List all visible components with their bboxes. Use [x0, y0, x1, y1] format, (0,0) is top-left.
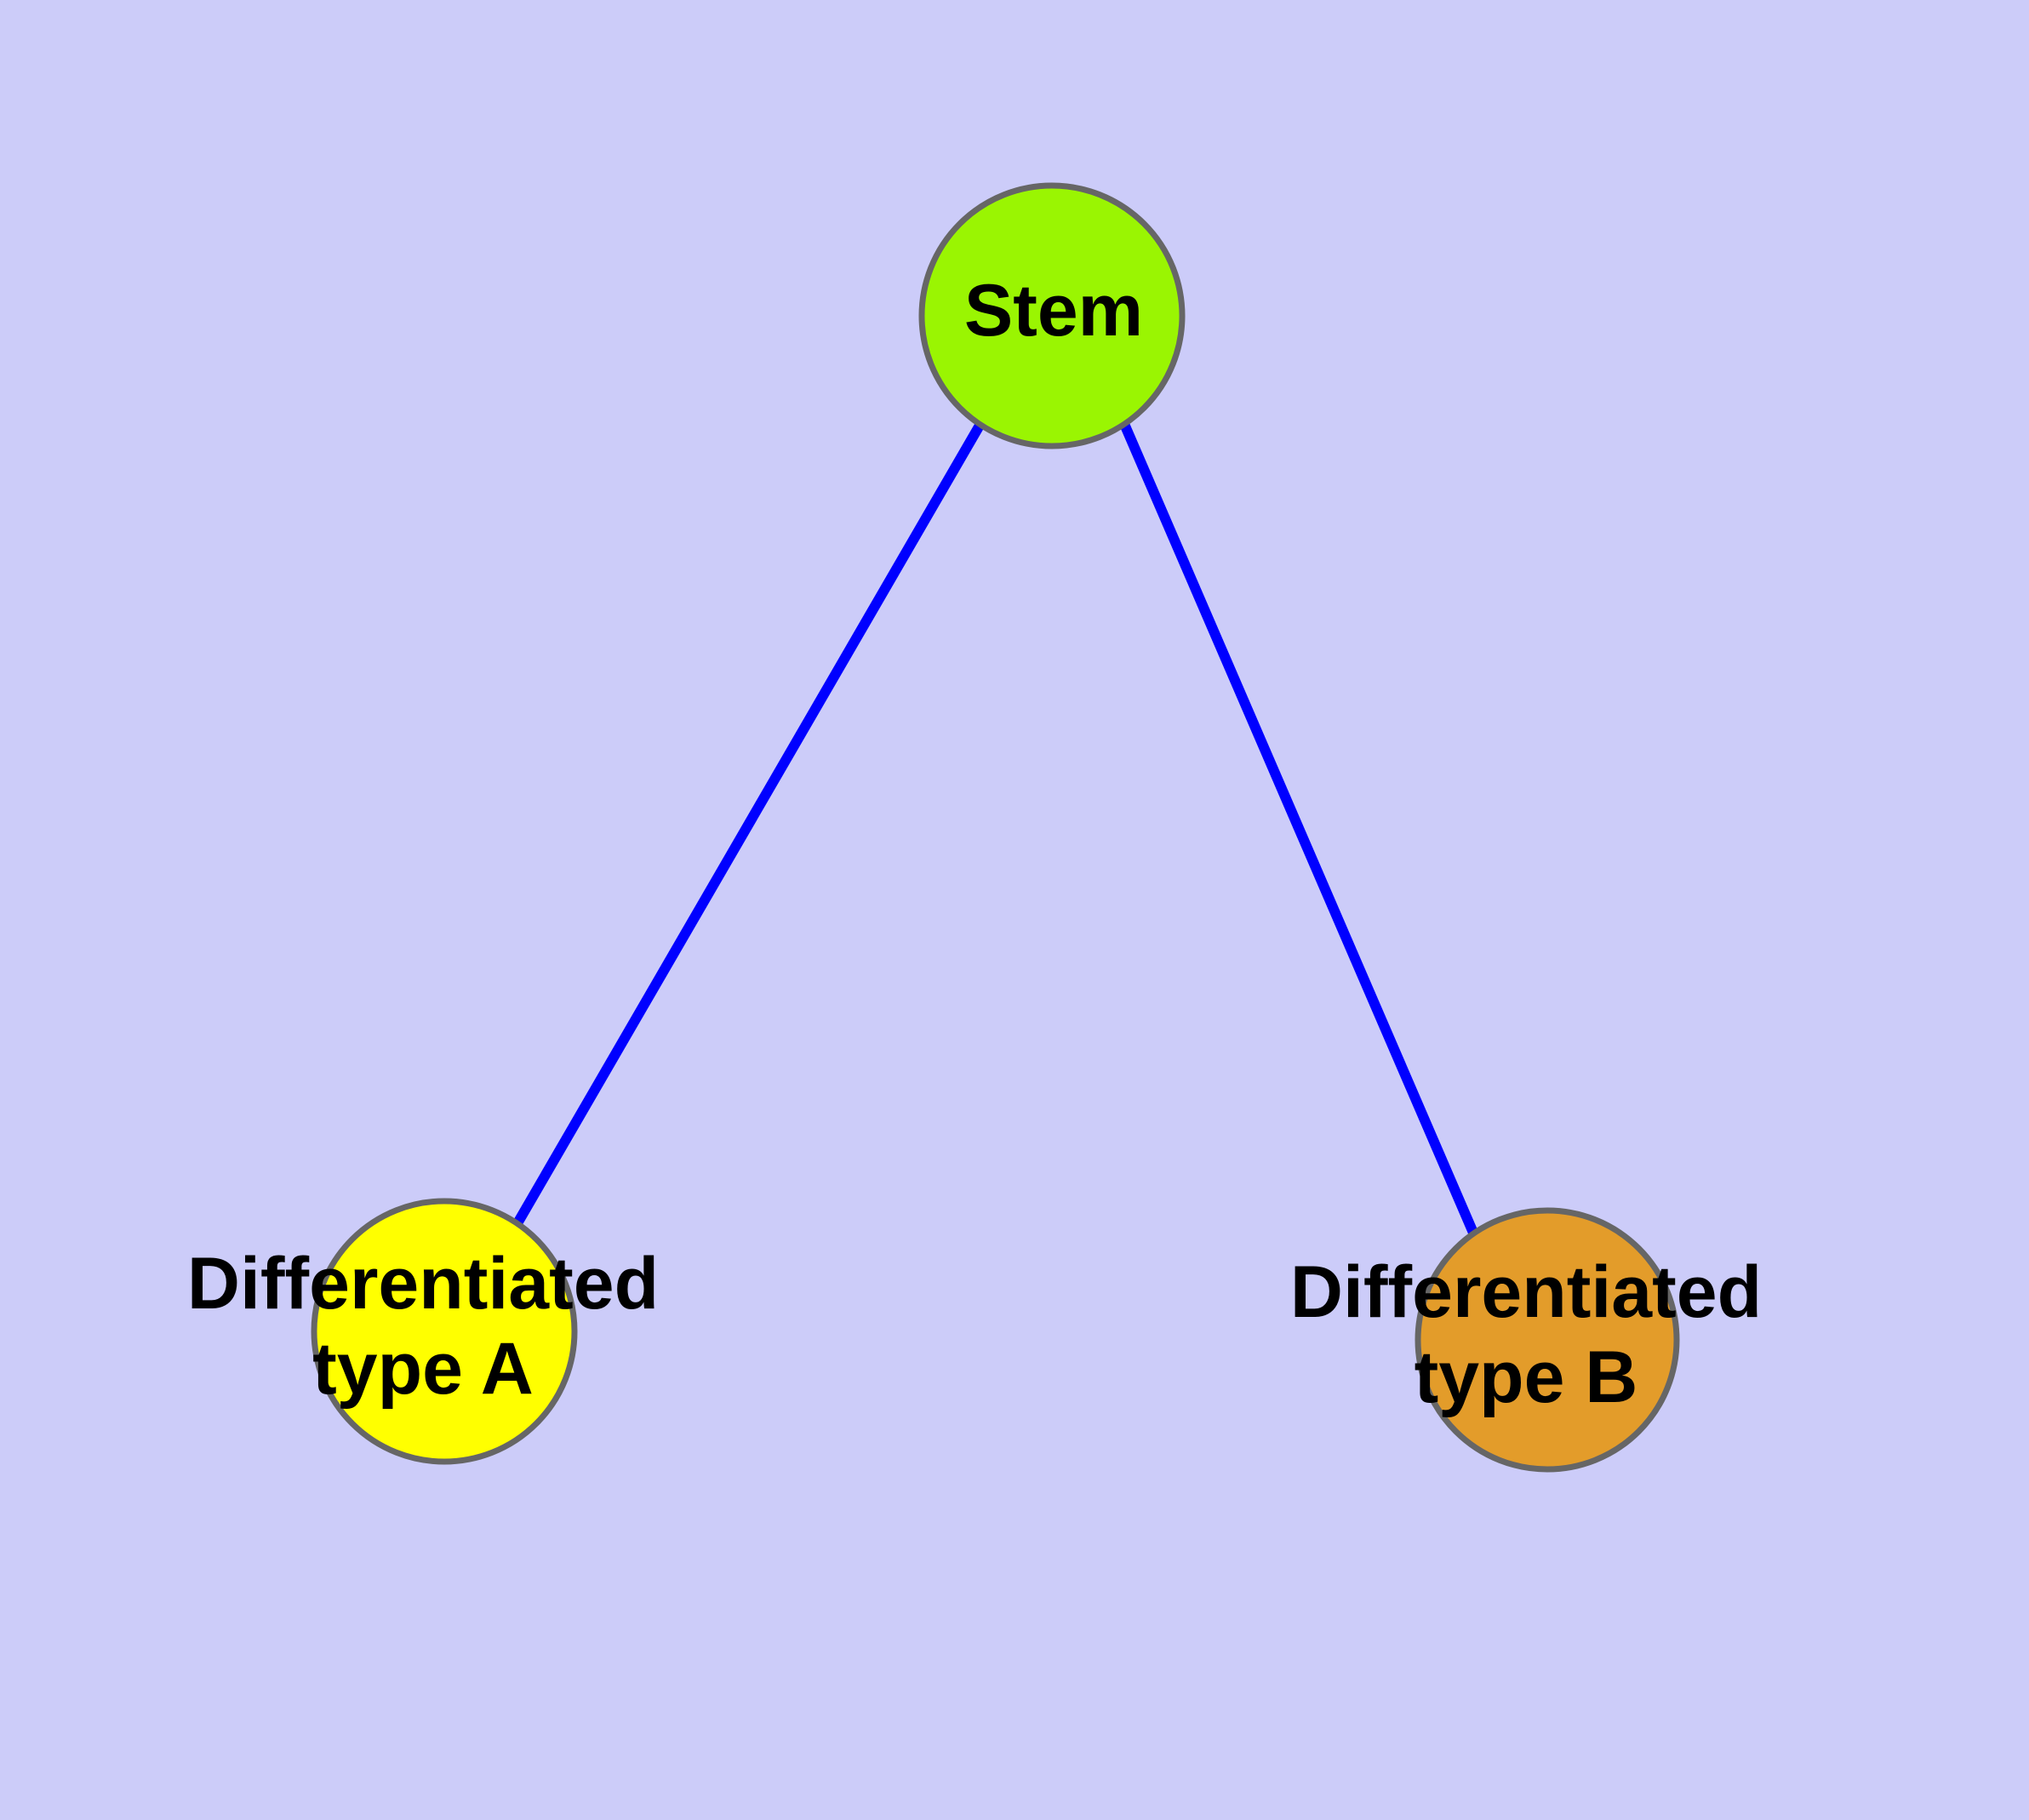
node-label-line: type B [1415, 1336, 1638, 1418]
edges-layer [512, 421, 1478, 1235]
node-label-line: Differentiated [187, 1243, 659, 1325]
graph-node-diff_a[interactable] [311, 1198, 578, 1465]
nodes-layer [311, 182, 1680, 1473]
node-label-stem: Stem [964, 270, 1143, 352]
graph-node-stem[interactable] [918, 182, 1186, 449]
node-label-line: Differentiated [1290, 1251, 1762, 1333]
node-label-line: type A [312, 1328, 534, 1410]
graph-node-diff_b[interactable] [1415, 1207, 1680, 1473]
graph-edge-stem-to-diff-b[interactable] [1119, 421, 1478, 1235]
node-label-line: Stem [964, 270, 1143, 352]
graph-edge-stem-to-diff-a[interactable] [512, 421, 986, 1227]
